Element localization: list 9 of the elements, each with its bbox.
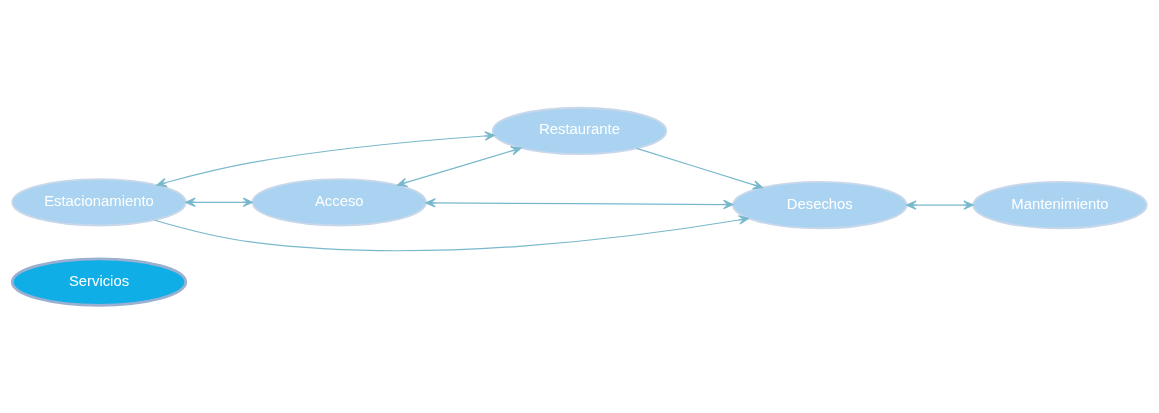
node-ellipse: Mantenimiento bbox=[972, 181, 1148, 230]
arrow bbox=[396, 146, 522, 188]
arrow bbox=[636, 147, 764, 190]
arrow bbox=[154, 215, 749, 252]
arrow bbox=[425, 198, 734, 210]
node-ellipse: Servicios bbox=[10, 257, 188, 307]
arrow bbox=[156, 131, 495, 188]
arrow bbox=[185, 197, 253, 208]
arrow bbox=[906, 200, 974, 210]
